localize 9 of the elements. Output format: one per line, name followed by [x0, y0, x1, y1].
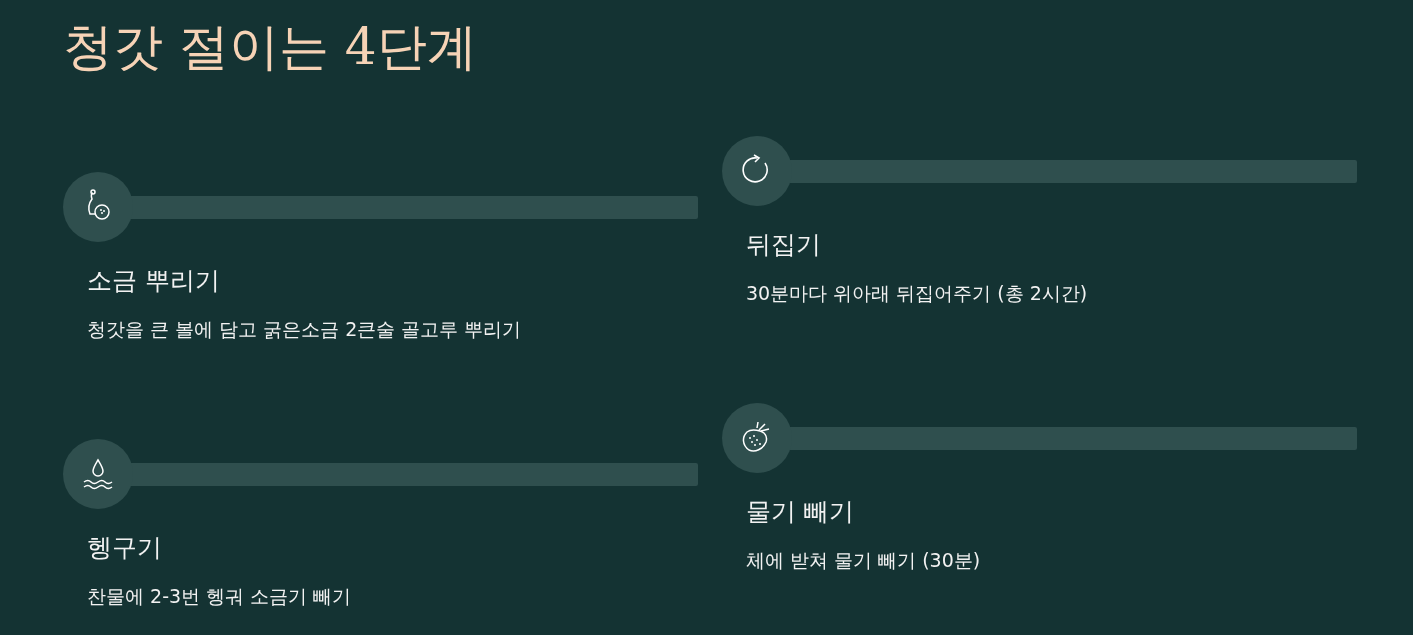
step-heading: 헹구기: [87, 532, 162, 564]
step-heading: 물기 빼기: [746, 496, 854, 528]
step-heading: 뒤집기: [746, 229, 821, 261]
slide-title: 청갓 절이는 4단계: [63, 17, 477, 78]
step-description: 찬물에 2-3번 헹궈 소금기 빼기: [87, 584, 352, 609]
step-description: 체에 받쳐 물기 빼기 (30분): [746, 548, 981, 573]
step-description: 30분마다 위아래 뒤집어주기 (총 2시간): [746, 281, 1088, 306]
step-heading: 소금 뿌리기: [87, 265, 220, 297]
step-description: 청갓을 큰 볼에 담고 굵은소금 2큰술 골고루 뿌리기: [87, 317, 522, 342]
